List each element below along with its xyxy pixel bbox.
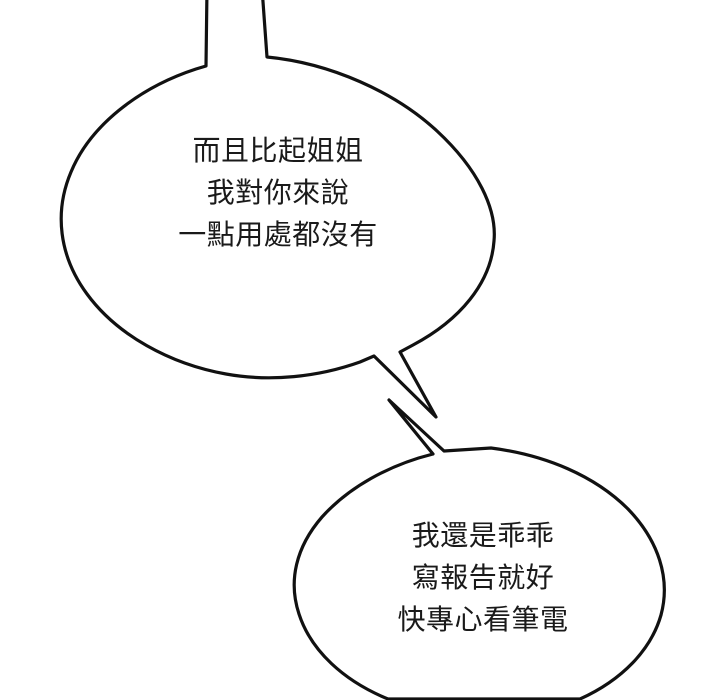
bubble-1-line-1: 而且比起姐姐: [192, 134, 364, 167]
bubble-1-line-3: 一點用處都沒有: [178, 218, 378, 251]
speech-bubble-1-shape: [59, 0, 496, 419]
bubble-2-line-2: 寫報告就好: [411, 561, 555, 594]
bubble-2-line-3: 快專心看筆電: [397, 603, 569, 636]
speech-bubble-2-text: 我還是乖乖 寫報告就好 快專心看筆電: [300, 515, 666, 641]
bubble-2-line-1: 我還是乖乖: [411, 519, 555, 552]
speech-bubble-1-text: 而且比起姐姐 我對你來說 一點用處都沒有: [58, 130, 498, 256]
speech-bubble-2-shape: [292, 398, 666, 700]
bubble-1-line-2: 我對你來說: [206, 176, 350, 209]
